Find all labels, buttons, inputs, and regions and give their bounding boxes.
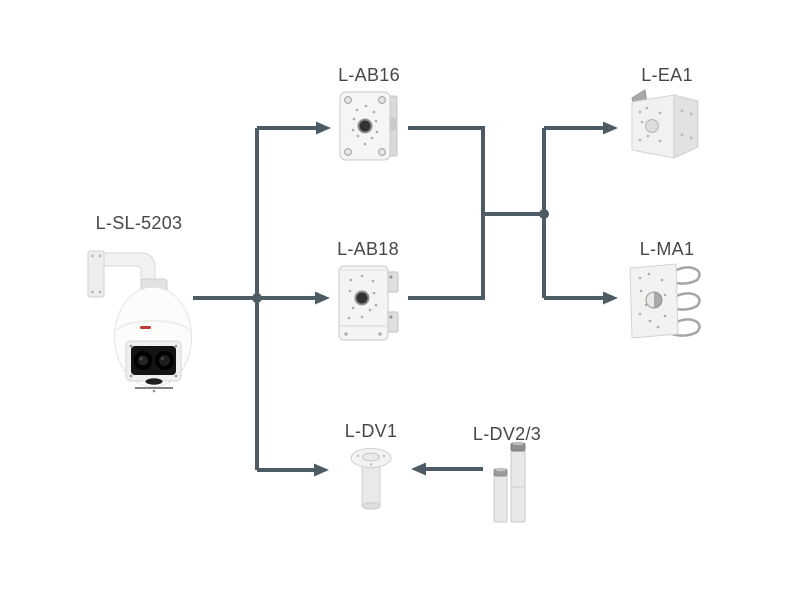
dv1-illustration [350,448,392,510]
ab18-label: L-AB18 [337,239,399,259]
ea1-illustration [631,89,699,159]
dv23-label: L-DV2/3 [472,424,542,444]
dv23-illustration [493,441,526,523]
ab16-label: L-AB16 [338,65,400,85]
camera-label: L-SL-5203 [95,213,183,233]
ab16-illustration [339,91,398,161]
dv1-label: L-DV1 [344,421,398,441]
ma1-illustration [629,263,701,339]
ea1-label: L-EA1 [641,65,693,85]
ptz-camera-illustration [87,250,192,393]
ma1-label: L-MA1 [639,239,695,259]
ab18-illustration [338,265,399,341]
